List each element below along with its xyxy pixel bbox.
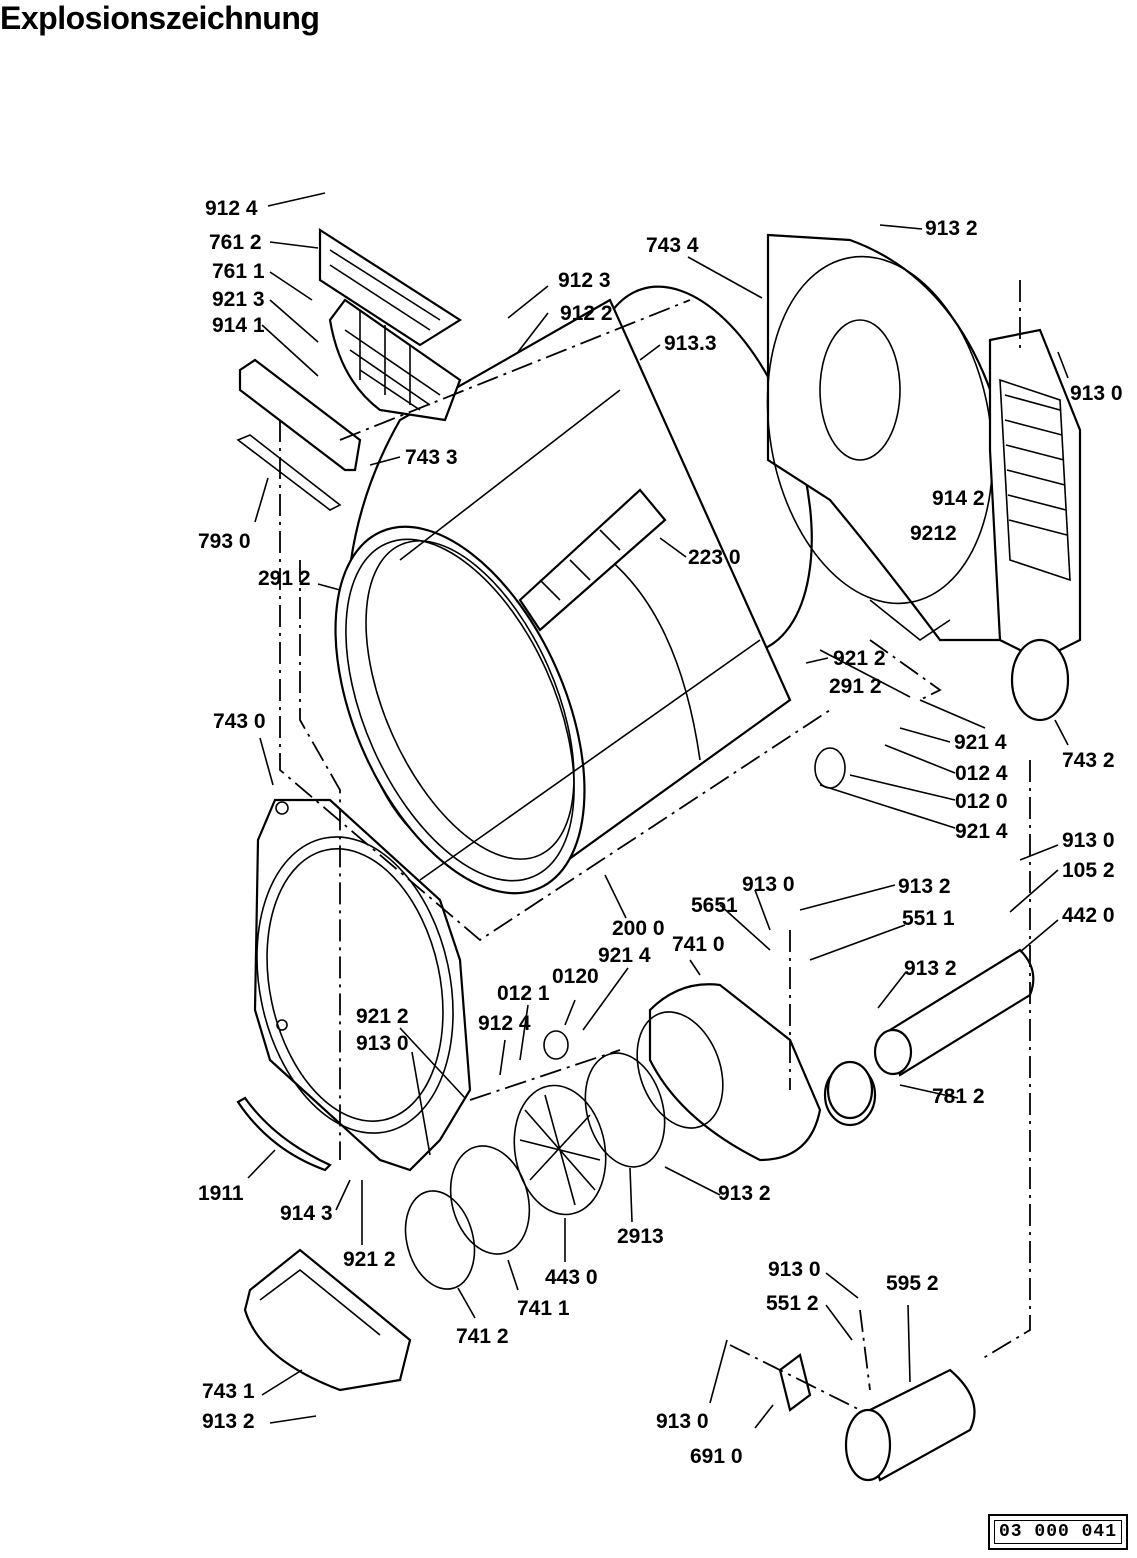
part-label: 914 2 xyxy=(932,487,985,510)
filter-duct-part xyxy=(988,328,1082,722)
part-label: 761 1 xyxy=(212,260,265,283)
part-label: 914 3 xyxy=(280,1202,333,1225)
part-label: 912 3 xyxy=(558,269,611,292)
part-label: 913 0 xyxy=(356,1032,409,1055)
assembly-lines xyxy=(279,280,1031,1411)
part-label: 743 1 xyxy=(202,1380,255,1403)
part-label: 442 0 xyxy=(1062,904,1115,927)
part-label: 913 0 xyxy=(742,873,795,896)
part-labels: 912 4 761 2 761 1 921 3 914 1 912 3 912 … xyxy=(198,197,1123,1468)
part-label: 913 0 xyxy=(1062,829,1115,852)
part-label: 761 2 xyxy=(209,231,262,254)
part-label: 921 2 xyxy=(356,1005,409,1028)
part-label: 913.3 xyxy=(664,332,717,355)
part-label: 913 2 xyxy=(904,957,957,980)
part-label: 743 4 xyxy=(646,234,699,257)
part-label: 913 2 xyxy=(202,1410,255,1433)
rear-panel-part xyxy=(766,233,1007,642)
part-label: 914 1 xyxy=(212,314,265,337)
part-label: 741 1 xyxy=(517,1297,570,1320)
part-label: 551 2 xyxy=(766,1292,819,1315)
exhaust-pipe-part xyxy=(778,948,1035,1482)
part-label: 9212 xyxy=(910,522,957,545)
part-label: 921 2 xyxy=(833,647,886,670)
part-label: 012 1 xyxy=(497,982,550,1005)
part-label: 921 2 xyxy=(343,1248,396,1271)
part-label: 913 2 xyxy=(925,217,978,240)
part-label: 691 0 xyxy=(690,1445,743,1468)
part-label: 913 0 xyxy=(768,1258,821,1281)
part-label: 913 2 xyxy=(718,1182,771,1205)
part-label: 223 0 xyxy=(688,546,741,569)
part-label: 012 0 xyxy=(955,790,1008,813)
document-number-box: 03 000 041 xyxy=(988,1514,1128,1550)
part-label: 105 2 xyxy=(1062,859,1115,882)
part-label: 012 4 xyxy=(955,762,1008,785)
part-label: 2913 xyxy=(617,1225,664,1248)
part-label: 595 2 xyxy=(886,1272,939,1295)
part-label: 743 3 xyxy=(405,446,458,469)
part-label: 291 2 xyxy=(829,675,882,698)
part-label: 551 1 xyxy=(902,907,955,930)
part-label: 913 2 xyxy=(898,875,951,898)
part-label: 793 0 xyxy=(198,530,251,553)
part-label: 743 2 xyxy=(1062,749,1115,772)
part-label: 200 0 xyxy=(612,917,665,940)
part-label: 741 0 xyxy=(672,933,725,956)
part-label: 912 2 xyxy=(560,302,613,325)
part-label: 913 0 xyxy=(1070,382,1123,405)
part-label: 921 4 xyxy=(954,731,1007,754)
part-label: 781 2 xyxy=(932,1085,985,1108)
part-label: 743 0 xyxy=(213,710,266,733)
drum-part xyxy=(334,285,813,895)
part-label: 912 4 xyxy=(478,1012,531,1035)
lint-filter-part xyxy=(236,227,463,511)
leader-lines xyxy=(247,192,1069,1429)
part-label: 291 2 xyxy=(258,567,311,590)
part-label: 741 2 xyxy=(456,1325,509,1348)
part-label: 921 3 xyxy=(212,288,265,311)
page-title: Explosionszeichnung xyxy=(0,0,320,36)
part-label: 921 4 xyxy=(955,820,1008,843)
part-label: 0120 xyxy=(552,965,599,988)
part-label: 5651 xyxy=(691,894,738,917)
part-label: 443 0 xyxy=(545,1266,598,1289)
part-label: 921 4 xyxy=(598,944,651,967)
kick-panel-part xyxy=(236,1096,412,1392)
document-number: 03 000 041 xyxy=(994,1520,1122,1544)
part-label: 1911 xyxy=(198,1182,244,1205)
part-label: 912 4 xyxy=(205,197,258,220)
part-label: 913 0 xyxy=(656,1410,709,1433)
